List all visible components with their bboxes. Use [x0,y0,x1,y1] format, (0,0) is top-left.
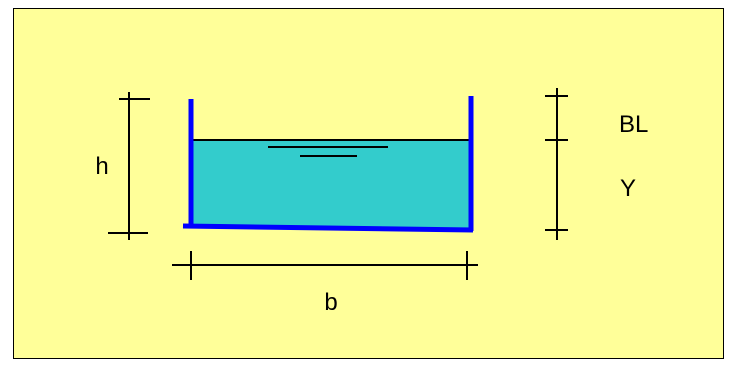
water-body [191,140,472,230]
depth-label: Y [620,175,636,202]
freeboard-depth-dimension [545,88,568,240]
width-dimension [172,251,478,280]
channel-bed [182,223,474,233]
height-label: h [95,153,108,180]
freeboard-label: BL [619,111,648,138]
width-label: b [324,289,337,316]
height-dimension [108,92,150,240]
